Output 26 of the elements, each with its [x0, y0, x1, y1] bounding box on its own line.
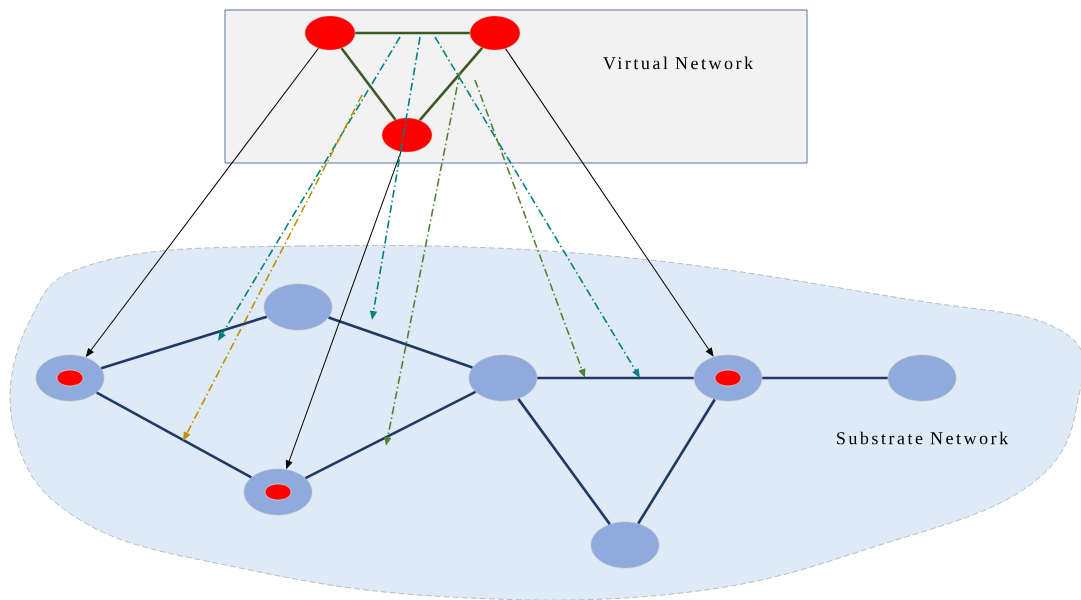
link-line — [100, 315, 268, 370]
substrate-node — [693, 354, 763, 402]
link-line — [762, 376, 888, 380]
link-line — [517, 398, 611, 525]
virtual-node — [469, 15, 521, 51]
substrate-node — [243, 468, 313, 516]
substrate-node — [590, 521, 660, 569]
link-line — [328, 316, 473, 369]
link-line — [418, 46, 484, 122]
link-line — [637, 398, 716, 525]
virtual-node — [304, 15, 356, 51]
virtual-node — [381, 117, 433, 153]
mapping-arrow — [85, 47, 319, 357]
link-line — [304, 390, 477, 480]
substrate-node — [887, 354, 957, 402]
link-line — [537, 376, 694, 380]
network-box: Virtual Network — [224, 9, 808, 164]
mapping-arrow — [285, 151, 402, 469]
network-cloud: Substrate Network — [9, 245, 1081, 600]
substrate-node — [35, 354, 105, 402]
link-line — [340, 47, 397, 121]
substrate-node — [468, 354, 538, 402]
mapping-arrow — [505, 48, 714, 357]
substrate-node — [263, 283, 333, 331]
link-line — [96, 391, 252, 479]
link-line — [355, 31, 470, 35]
